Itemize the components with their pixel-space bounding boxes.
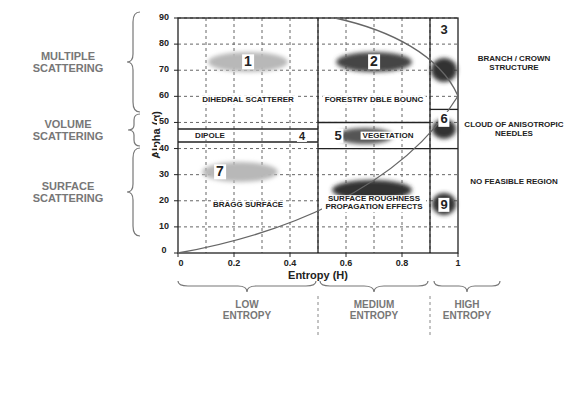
entropy-separators (318, 296, 430, 335)
y-tick-label: 20 (157, 196, 171, 206)
region-note: BRANCH / CROWN STRUCTURE (462, 55, 566, 73)
y-tick-label: 0 (159, 246, 168, 256)
dipole-zone: 4 DIPOLE (178, 129, 318, 142)
y-tick-label: 10 (157, 222, 171, 232)
feasible-boundary-curves (178, 18, 458, 253)
x-tick-label: 1 (453, 259, 462, 269)
zone-label: DIHEDRAL SCATTERER (200, 96, 296, 105)
y-tick-label: 60 (157, 91, 171, 101)
zone-number: 1 (242, 54, 254, 69)
x-tick-label: 0.8 (394, 259, 411, 269)
zone-label: FORESTRY DBLE BOUNC (323, 96, 426, 105)
zone-number: 6 (438, 112, 449, 126)
zone-number: 2 (368, 54, 380, 69)
zone-label: VEGETATION (361, 131, 416, 140)
entropy-band-label: HIGH ENTROPY (437, 299, 497, 321)
branch-zone: 3 (430, 18, 458, 109)
infeasible-zone: 9 (430, 149, 458, 253)
zone-borders (178, 18, 458, 253)
zone-number: 5 (332, 128, 343, 142)
scattering-label: VOLUME SCATTERING (16, 118, 120, 142)
entropy-band-label: MEDIUM ENTROPY (337, 299, 411, 321)
region-note: CLOUD OF ANISOTROPIC NEEDLES (462, 121, 566, 139)
needles-zone: 6 (430, 109, 458, 148)
y-tick-label: 90 (157, 13, 171, 23)
y-tick-label: 80 (157, 39, 171, 49)
scattering-label: MULTIPLE SCATTERING (16, 50, 120, 74)
scattering-label: SURFACE SCATTERING (16, 180, 120, 204)
y-tick-label: 40 (157, 144, 171, 154)
y-tick-label: 70 (157, 65, 171, 75)
zone-label: BRAGG SURFACE (211, 201, 285, 210)
roughness-zone: SURFACE ROUGHNESS PROPAGATION EFFECTS (318, 149, 430, 253)
x-tick-label: 0.4 (282, 259, 299, 269)
double-bounce-zone: 2FORESTRY DBLE BOUNC (318, 18, 430, 123)
vegetation-zone: 5 VEGETATION (318, 123, 430, 149)
x-tick-label: 0.6 (338, 259, 355, 269)
zone-number: 4 (297, 129, 307, 141)
cluster-blobs (202, 52, 457, 215)
braces (127, 12, 500, 292)
zone-number: 9 (438, 197, 449, 211)
dashed-grid (174, 18, 458, 257)
bragg-zone: 7BRAGG SURFACE (178, 142, 318, 253)
x-tick-label: 0 (176, 259, 185, 269)
x-tick-label: 0.2 (226, 259, 243, 269)
region-note: NO FEASIBLE REGION (468, 178, 560, 187)
y-tick-label: 50 (157, 117, 171, 127)
zone-number: 7 (214, 164, 226, 179)
zone-label: DIPOLE (193, 131, 227, 140)
zone-label: SURFACE ROUGHNESS PROPAGATION EFFECTS (322, 195, 426, 213)
zone-number: 3 (438, 23, 449, 37)
dihedral-zone: 1DIHEDRAL SCATTERER (178, 18, 318, 129)
y-tick-label: 30 (157, 170, 171, 180)
entropy-band-label: LOW ENTROPY (215, 299, 279, 321)
axis-title: Entropy (H) (286, 269, 350, 281)
